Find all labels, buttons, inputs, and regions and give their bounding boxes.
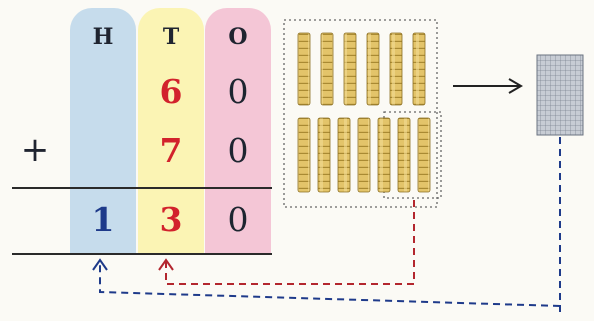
ones-column xyxy=(205,8,271,253)
hundred-flat xyxy=(536,54,584,136)
ten-rod xyxy=(297,32,311,106)
addend1-tens-digit: 6 xyxy=(159,72,183,111)
leftover-rods-box xyxy=(383,111,442,199)
ten-rod xyxy=(412,32,426,106)
tens-header: T xyxy=(162,24,180,50)
ten-rod xyxy=(337,117,351,193)
result-tens-digit: 3 xyxy=(159,200,183,239)
addend2-tens-digit: 7 xyxy=(159,131,183,170)
ten-rod xyxy=(317,117,331,193)
ten-rod xyxy=(297,117,311,193)
ten-rod xyxy=(389,32,403,106)
ten-rod xyxy=(343,32,357,106)
ten-rod xyxy=(417,117,431,193)
ten-rod xyxy=(377,117,391,193)
result-hundreds-digit: 1 xyxy=(91,200,115,239)
hundreds-header: H xyxy=(92,24,114,50)
hundreds-carry-line xyxy=(99,137,561,315)
ten-rod xyxy=(397,117,411,193)
tens-column xyxy=(138,8,204,253)
ten-rod xyxy=(357,117,371,193)
addend1-ones-digit: 0 xyxy=(227,72,249,111)
ten-rod xyxy=(320,32,334,106)
sum-line-bottom xyxy=(12,253,272,255)
sum-line-top xyxy=(12,187,272,189)
exchange-arrow-head xyxy=(508,78,523,94)
ten-rods-first-addend xyxy=(297,32,426,106)
combined-rods-box xyxy=(283,19,438,208)
ten-rod xyxy=(366,32,380,106)
addend2-ones-digit: 0 xyxy=(227,131,249,170)
hundreds-carry-arrowhead xyxy=(92,258,108,271)
plus-sign: + xyxy=(20,130,50,170)
tens-carry-arrowhead xyxy=(158,258,174,271)
hundreds-column xyxy=(70,8,136,253)
ten-rods-second-addend xyxy=(297,117,431,193)
tens-carry-line xyxy=(165,200,415,285)
result-ones-digit: 0 xyxy=(227,200,249,239)
ones-header: O xyxy=(228,24,248,50)
